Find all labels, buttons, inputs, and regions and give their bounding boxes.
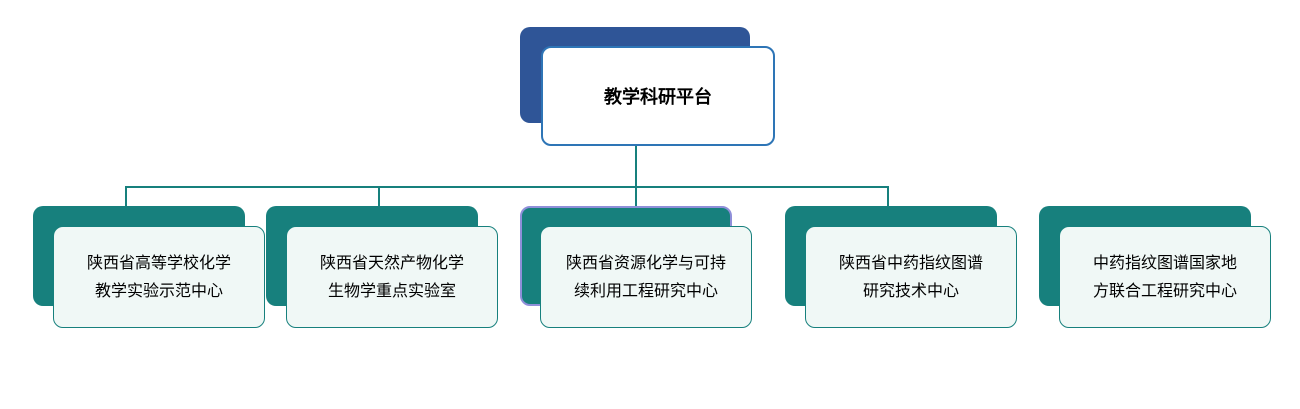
child-node-national-local-joint-center: 中药指纹图谱国家地 方联合工程研究中心 [1059,226,1271,328]
connector-drop-child-4 [887,186,889,207]
child-node-chemistry-teaching-demo-center: 陕西省高等学校化学 教学实验示范中心 [53,226,265,328]
connector-horizontal-bar [125,186,889,188]
child-node-tcm-fingerprint-tech-center: 陕西省中药指纹图谱 研究技术中心 [805,226,1017,328]
child-node-label: 陕西省高等学校化学 教学实验示范中心 [86,253,231,300]
child-node-label: 中药指纹图谱国家地 方联合工程研究中心 [1092,253,1237,300]
root-node-label: 教学科研平台 [604,87,712,108]
child-node-resource-chemistry-center: 陕西省资源化学与可持 续利用工程研究中心 [540,226,752,328]
connector-drop-child-2 [378,186,380,207]
child-node-label: 陕西省中药指纹图谱 研究技术中心 [838,253,983,300]
connector-drop-child-1 [125,186,127,207]
child-node-label: 陕西省资源化学与可持 续利用工程研究中心 [565,253,726,300]
root-node: 教学科研平台 [541,46,775,146]
child-node-natural-products-key-lab: 陕西省天然产物化学 生物学重点实验室 [286,226,498,328]
connector-root-stem [635,146,637,207]
child-node-label: 陕西省天然产物化学 生物学重点实验室 [319,253,464,300]
